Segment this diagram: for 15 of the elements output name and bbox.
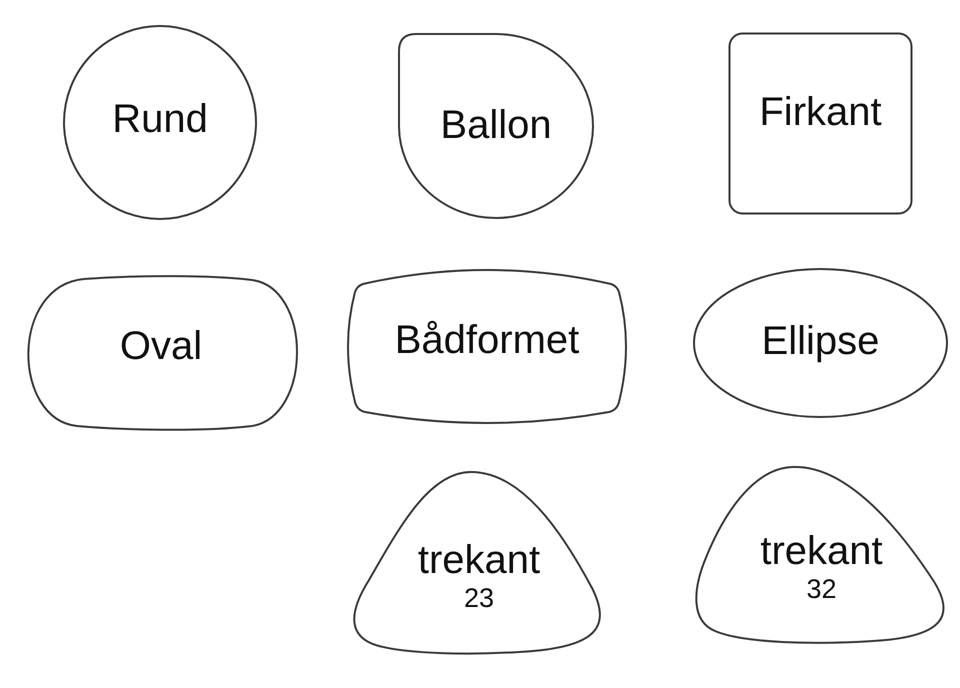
shape-label: Ellipse <box>762 319 880 363</box>
shape-label: Bådformet <box>394 318 580 362</box>
rounded-square-shape <box>728 32 913 215</box>
boat-shape <box>347 268 627 425</box>
number-label: 32 <box>806 573 837 605</box>
teardrop-shape <box>398 33 594 219</box>
shape-label: trekant <box>760 529 883 573</box>
shape-label: Rund <box>112 97 208 141</box>
number-label: 23 <box>464 582 494 614</box>
ellipse-shape <box>693 268 948 418</box>
shape-label: Firkant <box>759 90 882 134</box>
shape-label: Ballon <box>440 103 552 147</box>
circle-shape <box>63 25 257 220</box>
shape-label: Oval <box>120 324 202 368</box>
shape-label: trekant <box>418 538 540 582</box>
